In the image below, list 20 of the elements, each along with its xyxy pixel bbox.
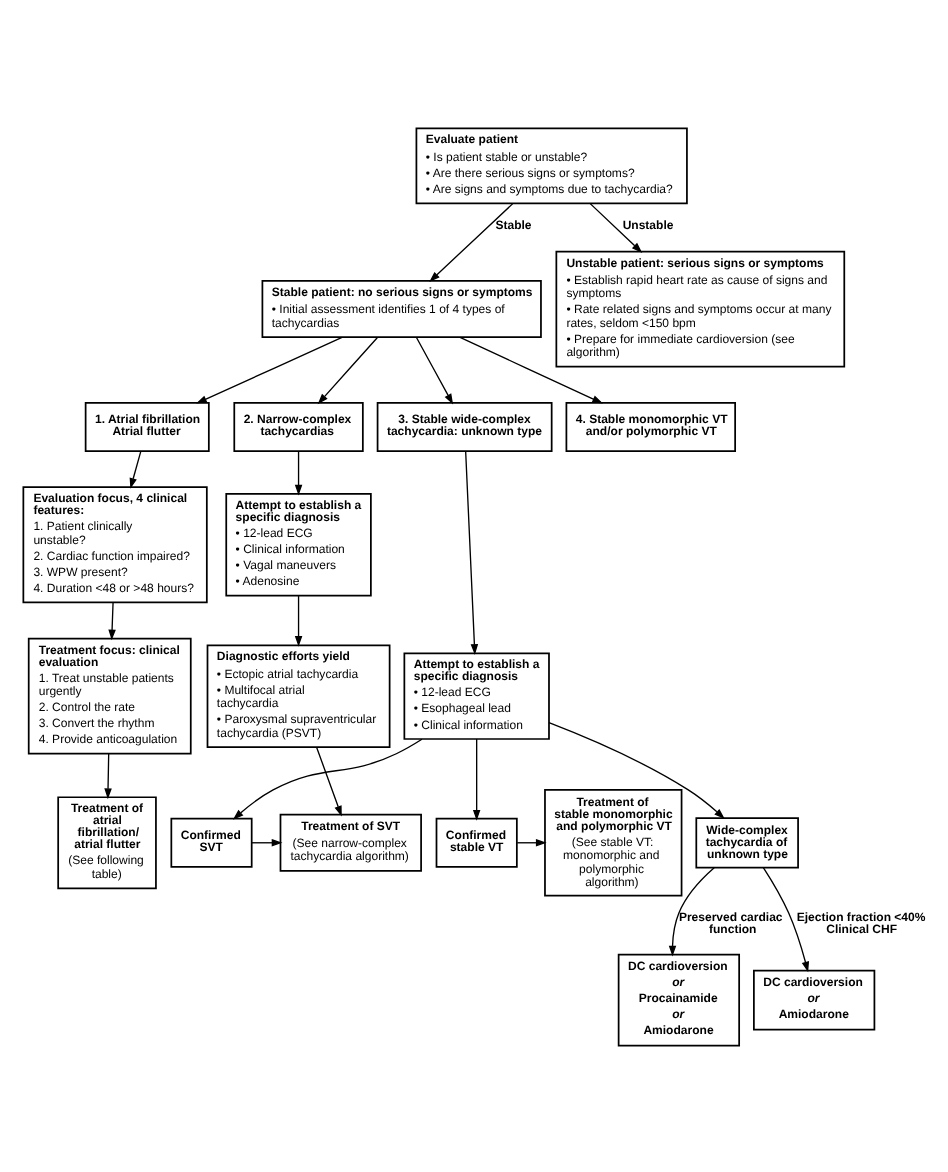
arrow bbox=[107, 601, 115, 640]
arrow bbox=[316, 336, 377, 404]
arrow bbox=[547, 721, 724, 818]
arrow bbox=[458, 335, 602, 403]
arrow bbox=[293, 594, 302, 646]
arrow bbox=[464, 449, 478, 654]
arrow bbox=[293, 449, 302, 495]
arrow bbox=[128, 449, 141, 488]
arrow bbox=[414, 336, 453, 404]
arrow bbox=[231, 737, 422, 819]
arrow bbox=[515, 838, 546, 846]
arrow bbox=[471, 737, 480, 820]
arrow bbox=[667, 866, 714, 956]
arrow bbox=[761, 865, 809, 972]
arrow bbox=[588, 201, 642, 252]
arrow bbox=[250, 838, 282, 846]
arrow bbox=[195, 335, 342, 403]
arrow bbox=[428, 201, 513, 281]
arrow bbox=[103, 752, 111, 799]
arrow bbox=[315, 745, 341, 816]
